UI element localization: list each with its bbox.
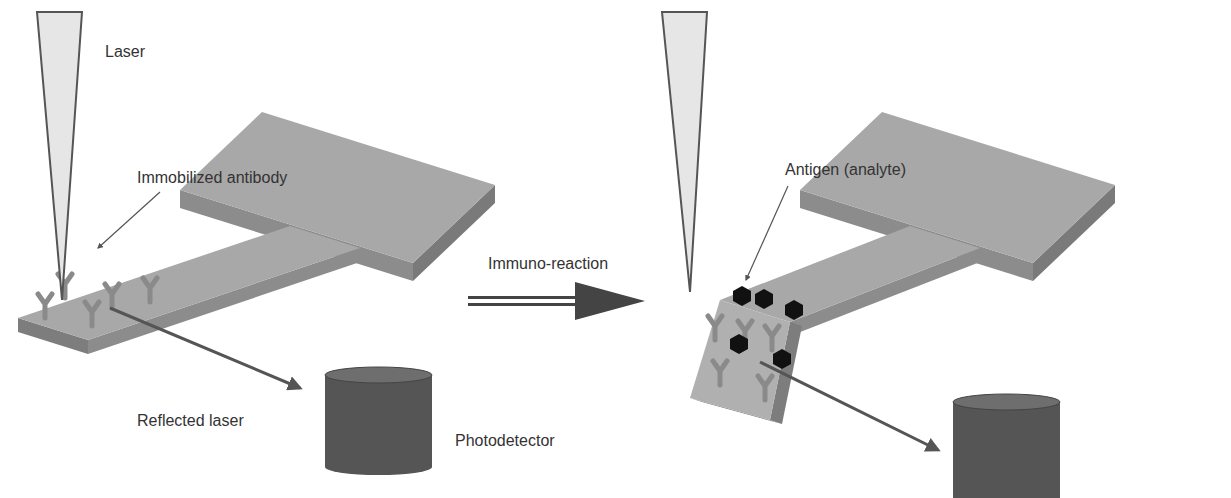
leader-line (98, 192, 160, 248)
photodetector (953, 394, 1060, 498)
laser-beam (37, 12, 82, 300)
laser-beam (662, 12, 707, 292)
process-arrow (468, 282, 645, 320)
part-label: Reflected laser (137, 411, 244, 430)
leader-line (746, 186, 788, 280)
process-label: Immuno-reaction (488, 254, 608, 273)
reflected-laser (110, 308, 300, 388)
reflected-laser (760, 362, 938, 450)
bent-cantilever-beam (690, 226, 980, 424)
antibodies (708, 316, 779, 400)
antigens (730, 286, 803, 369)
part-label: Photodetector (455, 431, 555, 450)
photodetector (325, 367, 432, 475)
cantilever-beam (18, 226, 360, 354)
part-label: Immobilized antibody (137, 168, 287, 187)
part-label: Antigen (analyte) (785, 160, 906, 179)
antibodies (38, 274, 157, 326)
laser-label: Laser (105, 42, 145, 61)
